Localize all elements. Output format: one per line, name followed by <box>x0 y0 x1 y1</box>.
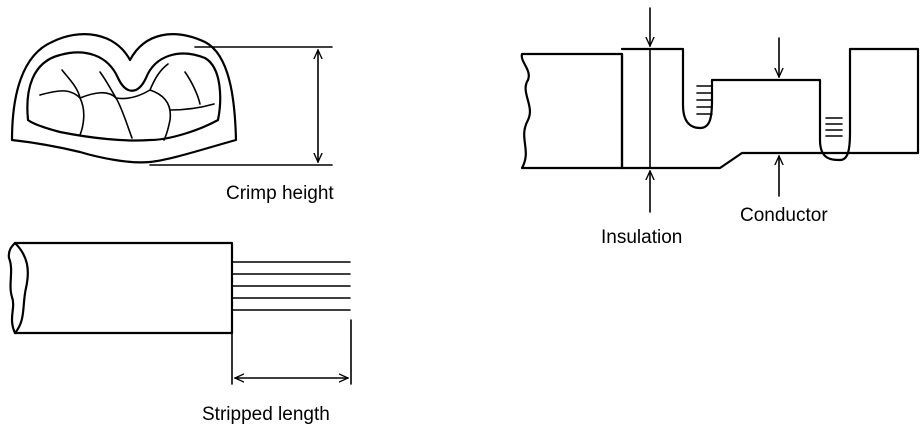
wire-insulation-body <box>7 241 234 335</box>
crimp-outer-outline <box>10 33 238 164</box>
wire-end-curve <box>13 241 29 335</box>
stripped-length-label: Stripped length <box>202 404 330 425</box>
insulation-label: Insulation <box>601 227 682 248</box>
crimp-inner-outline <box>26 51 222 142</box>
crimped-terminal <box>520 7 920 213</box>
crimp-height-label: Crimp height <box>226 183 334 204</box>
conductor-label: Conductor <box>740 205 828 226</box>
conductor-serrations <box>825 117 843 137</box>
crimp-cross-section <box>10 33 333 166</box>
conductor-strands <box>39 63 215 141</box>
bare-conductor-wires <box>231 261 351 311</box>
terminal-body-outline <box>620 47 920 170</box>
insulation-serrations <box>696 85 713 115</box>
terminal-cable-left <box>520 52 624 170</box>
stripped-wire <box>7 241 352 385</box>
